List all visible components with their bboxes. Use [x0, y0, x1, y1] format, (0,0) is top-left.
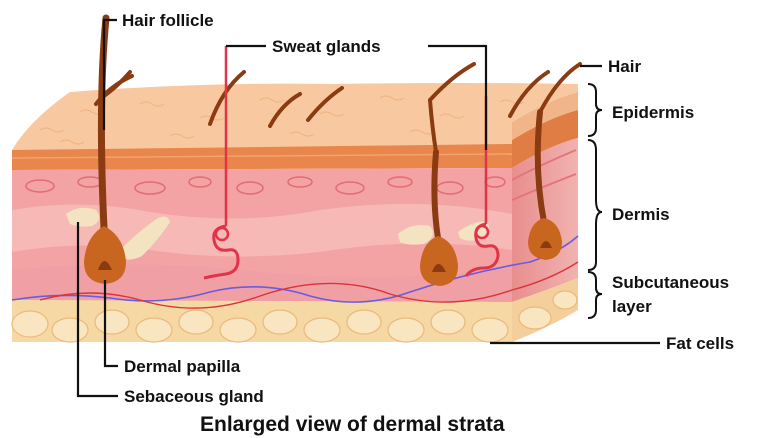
label-subcutaneous-line1: Subcutaneous	[612, 273, 729, 292]
brace-dermis	[588, 140, 602, 270]
label-fat-cells: Fat cells	[666, 334, 734, 353]
label-sebaceous-gland: Sebaceous gland	[124, 387, 264, 406]
label-hair-follicle: Hair follicle	[122, 11, 214, 30]
diagram-caption: Enlarged view of dermal strata	[200, 413, 505, 436]
brace-subcutaneous	[588, 272, 602, 318]
label-subcutaneous-line2: layer	[612, 297, 652, 316]
label-hair: Hair	[608, 57, 641, 76]
brace-epidermis	[588, 84, 602, 136]
label-epidermis: Epidermis	[612, 103, 694, 122]
label-dermis: Dermis	[612, 205, 670, 224]
label-dermal-papilla: Dermal papilla	[124, 357, 241, 376]
label-sweat-glands: Sweat glands	[272, 37, 381, 56]
